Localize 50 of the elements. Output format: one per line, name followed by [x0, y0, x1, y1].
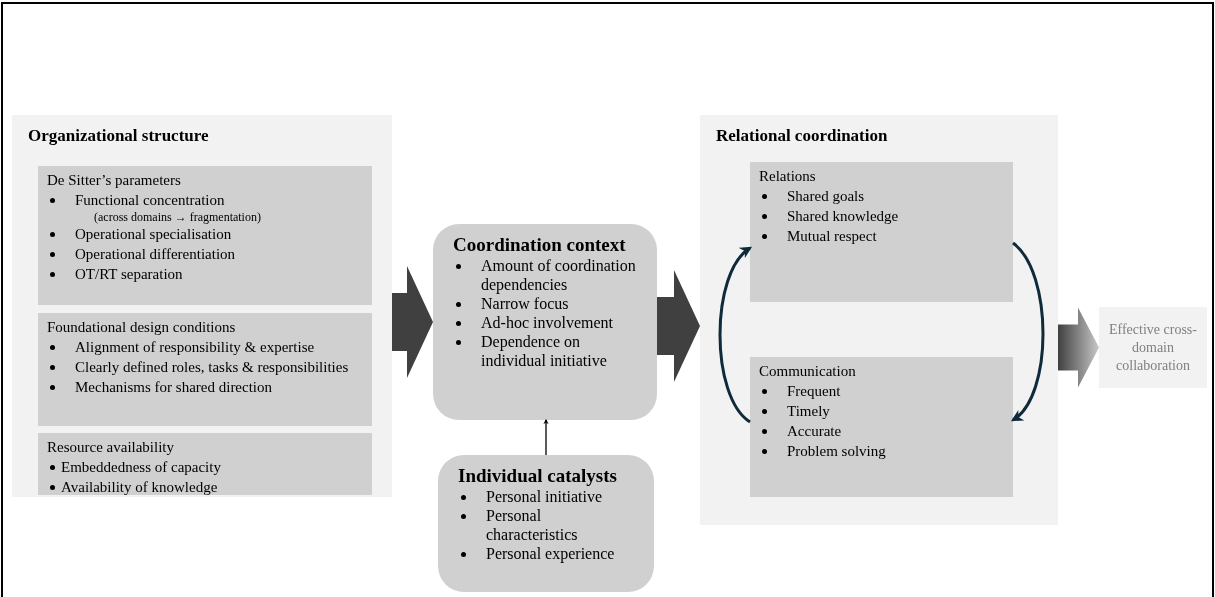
panel-title: Organizational structure — [28, 125, 209, 147]
bullet-text: Alignment of responsibility & expertise — [75, 338, 315, 357]
box-heading: Foundational design conditions — [47, 318, 237, 337]
bullet-text: Functional concentration — [75, 191, 225, 210]
bullet-text: Embeddedness of capacity — [61, 458, 221, 477]
panel-title: Relational coordination — [716, 125, 888, 147]
factor-box — [38, 166, 372, 305]
bullet-text: Accurate — [787, 422, 842, 441]
rounded-factor-box — [433, 224, 657, 420]
factor-box — [38, 313, 372, 426]
factor-box — [750, 357, 1013, 497]
factor-box — [750, 162, 1013, 302]
bullet-text: Mutual respect — [787, 227, 877, 246]
block-arrow — [1058, 307, 1099, 388]
bullet-text: Mechanisms for shared direction — [75, 378, 273, 397]
bullet-text: Narrow focus — [481, 294, 569, 313]
curved-arrow — [1011, 241, 1045, 422]
outcome-box — [1099, 307, 1207, 388]
box-heading: Coordination context — [453, 234, 627, 256]
bullet-text: Shared knowledge — [787, 207, 899, 226]
bullet-text: Clearly defined roles, tasks & responsibilities — [75, 358, 349, 377]
bullet-text: Frequent — [787, 382, 841, 401]
group-panel — [12, 115, 392, 497]
bullet-text: OT/RT separation — [75, 265, 183, 284]
bullet-text: Amount of coordination dependencies — [481, 256, 637, 294]
group-panel — [700, 115, 1058, 525]
arrow — [543, 418, 549, 456]
block-arrow — [392, 266, 433, 378]
rounded-factor-box — [438, 455, 654, 592]
bullet-text: Personal characteristics — [486, 506, 579, 544]
bullet-text: Personal experience — [486, 544, 615, 563]
bullet-text: Operational specialisation — [75, 225, 232, 244]
box-heading: Communication — [759, 362, 857, 381]
bullet-text: Operational differentiation — [75, 245, 236, 264]
bullet-text: Problem solving — [787, 442, 886, 461]
bullet-text: Ad-hoc involvement — [481, 313, 613, 332]
box-heading: De Sitter’s parameters — [47, 171, 182, 190]
bullet-text: Shared goals — [787, 187, 865, 206]
bullet-text: Dependence on individual initiative — [481, 332, 608, 370]
bullet-text: Timely — [787, 402, 830, 421]
box-heading: Individual catalysts — [458, 465, 618, 487]
factor-box — [38, 433, 372, 495]
bullet-text: Availability of knowledge — [61, 478, 218, 497]
bullet-text: Personal initiative — [486, 487, 602, 506]
curved-arrow — [718, 246, 752, 424]
sub-note: (across domains → fragmentation) — [93, 210, 262, 224]
outcome-text: Effective cross-domain collaboration — [1109, 320, 1197, 375]
block-arrow — [657, 270, 700, 382]
box-heading: Relations — [759, 167, 817, 186]
box-heading: Resource availability — [47, 438, 176, 457]
